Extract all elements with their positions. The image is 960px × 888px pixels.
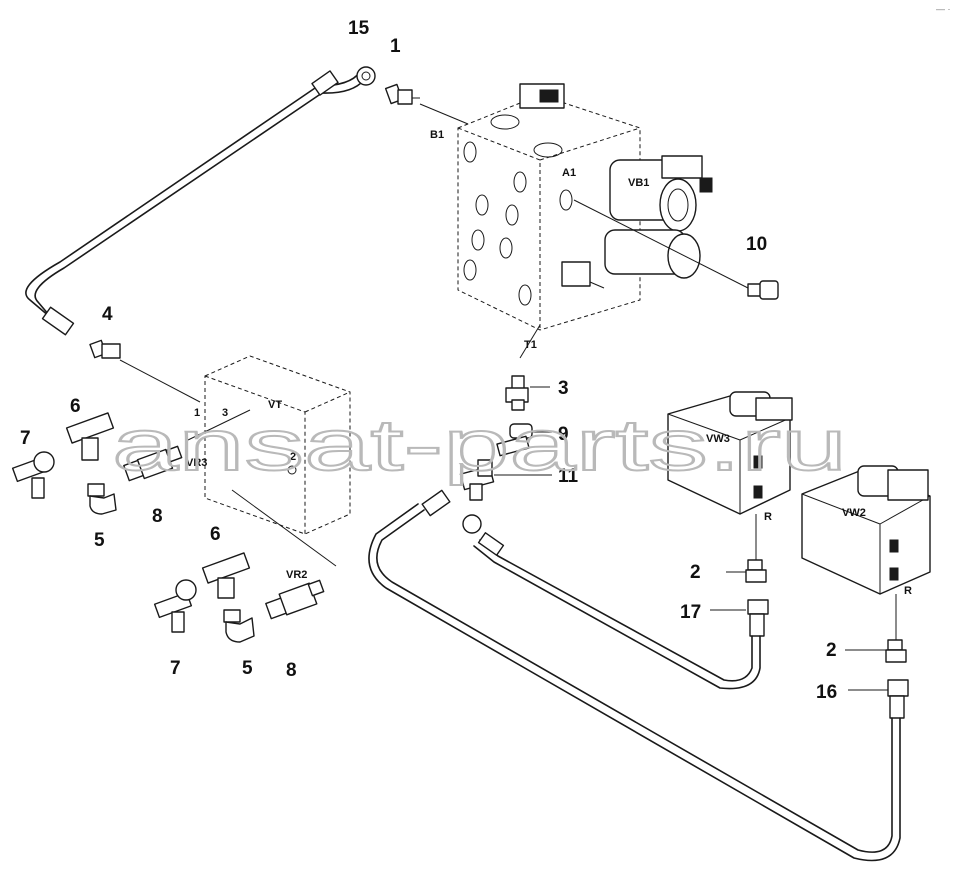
hose-16[interactable]	[368, 489, 909, 862]
fitting-10[interactable]	[747, 280, 779, 300]
tee-6-upper[interactable]	[65, 412, 115, 461]
port-label-vt-3: 3	[222, 407, 228, 419]
fitting-2-lower[interactable]	[885, 639, 907, 663]
callout-1: 1	[390, 36, 401, 57]
callout-4: 4	[102, 304, 113, 325]
callout-7-upper: 7	[20, 428, 31, 449]
valve-8-lower[interactable]	[265, 579, 325, 620]
fitting-7-upper[interactable]	[11, 451, 55, 499]
callout-9: 9	[558, 424, 569, 445]
callout-2-lower: 2	[826, 640, 837, 661]
callout-5-lower: 5	[242, 658, 253, 679]
port-label-vt: VT	[268, 399, 282, 411]
fitting-4[interactable]	[89, 339, 201, 403]
port-label-vw3: VW3	[706, 433, 730, 445]
corner-mark: — ·	[936, 4, 951, 14]
vw3-block[interactable]	[667, 391, 793, 560]
callout-8-lower: 8	[286, 660, 297, 681]
vw2-block[interactable]	[801, 465, 931, 640]
callout-3: 3	[558, 378, 569, 399]
port-label-a1: A1	[562, 167, 576, 179]
port-label-vr2: VR2	[286, 569, 307, 581]
watermark-text: ansat-parts.ru	[112, 406, 847, 486]
callout-5-upper: 5	[94, 530, 105, 551]
port-label-vb1: VB1	[628, 177, 649, 189]
fitting-2-upper[interactable]	[745, 559, 767, 583]
main-valve-block[interactable]	[419, 83, 749, 359]
callout-7-lower: 7	[170, 658, 181, 679]
hose-17[interactable]	[462, 514, 769, 690]
callout-10: 10	[746, 234, 767, 255]
callout-11: 11	[558, 466, 579, 487]
port-label-vr3: VR3	[186, 457, 207, 469]
elbow-5-lower[interactable]	[223, 609, 255, 643]
port-label-vw2: VW2	[842, 507, 866, 519]
callout-16: 16	[816, 682, 837, 703]
callout-2-upper: 2	[690, 562, 701, 583]
valve-8-upper[interactable]	[123, 445, 183, 482]
fitting-7-lower[interactable]	[153, 579, 197, 633]
tee-6-lower[interactable]	[201, 552, 251, 599]
port-label-vt-1: 1	[194, 407, 200, 419]
callout-17: 17	[680, 602, 701, 623]
tee-11[interactable]	[459, 459, 552, 501]
callout-8-upper: 8	[152, 506, 163, 527]
port-label-vw3-r: R	[764, 511, 772, 523]
callout-6-lower: 6	[210, 524, 221, 545]
port-label-t1: T1	[524, 339, 537, 351]
callout-15: 15	[348, 18, 370, 39]
port-label-vt-2: 2	[290, 451, 296, 463]
fitting-3[interactable]	[505, 375, 529, 411]
callout-6-upper: 6	[70, 396, 81, 417]
vt-block[interactable]	[187, 355, 351, 567]
fitting-1[interactable]	[384, 83, 420, 105]
elbow-9[interactable]	[496, 423, 552, 457]
elbow-5-upper[interactable]	[87, 483, 117, 515]
port-label-vw2-r: R	[904, 585, 912, 597]
port-label-b1: B1	[430, 129, 444, 141]
hose-15[interactable]	[25, 66, 376, 336]
